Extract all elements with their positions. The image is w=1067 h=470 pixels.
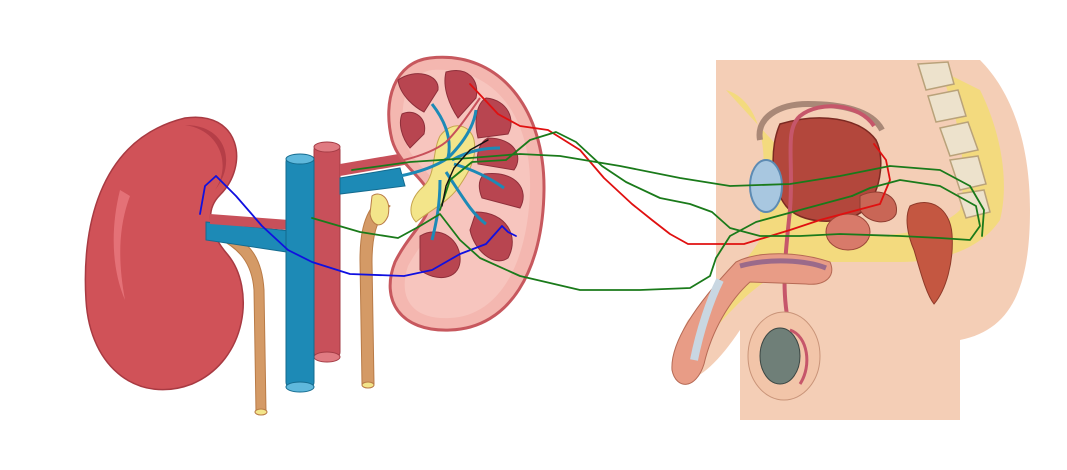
pyramid-2 xyxy=(444,70,478,119)
left-kidney-shade xyxy=(185,125,227,190)
vena-cava-top xyxy=(285,153,315,165)
green-connector-line-mid xyxy=(351,153,985,237)
left-kidney-body xyxy=(84,116,244,391)
ureter-junction xyxy=(369,193,390,226)
internal-veins xyxy=(399,103,505,241)
sacrum-vertebrae xyxy=(917,61,991,219)
pyramid-1 xyxy=(397,73,439,113)
prostate xyxy=(825,213,871,251)
corpus-cavernosum xyxy=(690,278,724,361)
connector-lines xyxy=(199,83,985,291)
bladder-outer-wall xyxy=(756,100,885,141)
vena-cava-bottom xyxy=(285,381,315,393)
testicle xyxy=(759,327,801,385)
seminal-vesicle xyxy=(859,191,897,223)
blue-connector-line xyxy=(199,175,517,277)
pelvis-group xyxy=(671,60,1030,420)
pyramid-6 xyxy=(469,211,513,262)
black-connector-line xyxy=(441,139,489,207)
internal-arteries xyxy=(403,97,481,161)
pyramid-7 xyxy=(419,231,461,278)
pyramid-3 xyxy=(475,97,512,139)
aorta xyxy=(313,143,341,359)
green-connector-line-low xyxy=(311,195,853,291)
pyramid-8 xyxy=(399,111,426,149)
left-kidney-highlight xyxy=(113,190,130,300)
pyramid-5 xyxy=(478,173,524,209)
urethra-spongy xyxy=(739,258,827,271)
vena-cava xyxy=(285,155,315,389)
aorta-bottom xyxy=(313,351,341,363)
right-ureter-end xyxy=(361,381,375,389)
right-renal-vein xyxy=(339,167,406,195)
kidney-section-group xyxy=(387,55,546,332)
left-kidney-group xyxy=(84,116,410,416)
left-ureter-end xyxy=(254,408,268,416)
rectum xyxy=(906,202,953,305)
epididymis xyxy=(789,328,809,385)
green-connector-line-top xyxy=(439,131,981,241)
red-connector-line xyxy=(469,83,891,245)
right-ureter xyxy=(359,199,391,385)
aorta-top xyxy=(313,141,341,153)
